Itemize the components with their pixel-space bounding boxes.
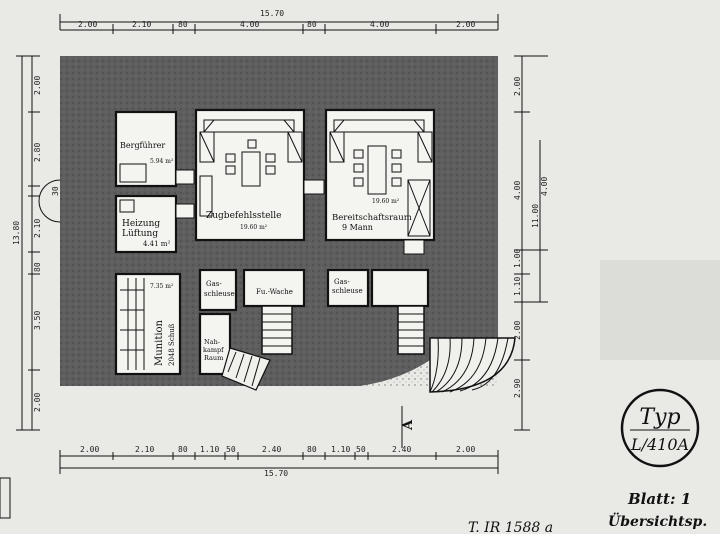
bottom-seg-8: 1.10 xyxy=(331,445,350,454)
ventilation-unit-icon xyxy=(119,199,135,213)
door-bergfuehrer xyxy=(175,169,195,185)
bottom-seg-1: 2.00 xyxy=(80,445,99,454)
fu-wache-name: Fu.-Wache xyxy=(256,288,293,296)
left-seg-6: 3.50 xyxy=(33,311,42,330)
room-munition-area: 7.35 m² xyxy=(150,283,174,290)
top-total-dimension: 15.70 xyxy=(260,9,284,18)
left-total-dimension: 13.80 xyxy=(12,221,21,245)
left-dimension-chain: 13.80 2.00 2.80 30 2.10 80 3.50 2.00 xyxy=(12,55,60,431)
room-bereitschaft-area: 19.60 m² xyxy=(372,198,400,205)
bottom-seg-5: 50 xyxy=(226,445,236,454)
room-munition xyxy=(114,272,182,376)
top-seg-7: 2.00 xyxy=(456,20,475,29)
paper-fold-shadow xyxy=(600,260,720,360)
bottom-dimension-chain: 2.00 2.10 80 1.10 50 2.40 80 1.10 50 2.4… xyxy=(59,445,499,478)
nahkampf-name: Nah- xyxy=(204,338,220,346)
room-bereitschaft-name: Bereitschaftsraum xyxy=(332,213,412,223)
room-munition-sub: 2048 Schuß xyxy=(168,323,176,366)
stair-left-treads xyxy=(262,313,292,347)
right-seg-5: 2.00 xyxy=(513,321,522,340)
room-bereitschaft-sub: 9 Mann xyxy=(342,223,373,232)
lower-entrance-stair xyxy=(221,347,271,391)
top-seg-4: 4.00 xyxy=(240,20,259,29)
top-seg-1: 2.00 xyxy=(78,20,97,29)
bottom-seg-2: 2.10 xyxy=(135,445,154,454)
periscope-bay-left xyxy=(38,179,61,223)
right-total-dimension: 11.00 xyxy=(531,204,540,228)
room-gasschleuse-right xyxy=(326,268,370,308)
stair-right-treads xyxy=(398,313,424,347)
gasschleuse-right-name: Gas- xyxy=(334,278,350,286)
overview-label: Übersichtsp. xyxy=(608,511,707,530)
gasschleuse-right-name-2: schleuse xyxy=(332,287,363,295)
ammunition-racks xyxy=(120,278,145,370)
top-seg-3: 80 xyxy=(178,20,188,29)
bottom-seg-9: 50 xyxy=(356,445,366,454)
bunk-bed-icon xyxy=(119,163,147,183)
left-seg-4: 2.10 xyxy=(33,219,42,238)
bottom-seg-10: 2.40 xyxy=(392,445,411,454)
room-zugbefehl-area: 19.60 m² xyxy=(240,224,268,231)
top-seg-5: 80 xyxy=(307,20,317,29)
right-inner-dimension: 4.00 xyxy=(540,177,549,196)
bottom-seg-4: 1.10 xyxy=(200,445,219,454)
stamp-line-2: L/410A xyxy=(630,435,689,454)
left-seg-5: 80 xyxy=(33,262,42,272)
door-heizung xyxy=(175,203,195,219)
room-heizung-name-1: Heizung xyxy=(122,219,160,229)
curved-entrance-stair xyxy=(429,337,516,393)
top-seg-2: 2.10 xyxy=(132,20,151,29)
right-seg-3: 1.00 xyxy=(513,249,522,268)
room-right-lock xyxy=(370,268,430,308)
top-seg-6: 4.00 xyxy=(370,20,389,29)
room-munition-name: Munition xyxy=(154,319,165,366)
door-center xyxy=(303,179,325,195)
room-bergfuehrer-name: Bergführer xyxy=(120,141,165,150)
nahkampf-name-3: Raum xyxy=(204,354,223,362)
room-gasschleuse-left xyxy=(198,268,238,312)
drawing-number: T. IR 1588 a xyxy=(468,520,553,534)
zugbefehl-furniture xyxy=(199,119,303,217)
left-seg-3: 30 xyxy=(51,186,60,196)
stamp-line-1: Typ xyxy=(639,405,680,430)
border-margin-box xyxy=(0,477,11,519)
right-seg-2: 4.00 xyxy=(513,181,522,200)
right-seg-4: 1.10 xyxy=(513,277,522,296)
bottom-seg-7: 80 xyxy=(307,445,317,454)
bottom-seg-6: 2.40 xyxy=(262,445,281,454)
type-stamp: Typ L/410A xyxy=(620,388,700,468)
right-dimension-chain: 2.00 4.00 1.00 1.10 2.00 2.90 11.00 4.00 xyxy=(513,55,549,431)
bottom-seg-11: 2.00 xyxy=(456,445,475,454)
left-seg-1: 2.00 xyxy=(33,76,42,95)
room-zugbefehl-name: Zugbefehlsstelle xyxy=(206,211,282,221)
left-seg-7: 2.00 xyxy=(33,393,42,412)
bottom-seg-3: 80 xyxy=(178,445,188,454)
right-seg-6: 2.90 xyxy=(513,379,522,398)
sheet-number: Blatt: 1 xyxy=(627,490,691,508)
gasschleuse-left-name-2: schleuse xyxy=(204,290,235,298)
nahkampf-name-2: kampf xyxy=(203,346,224,354)
section-marker: A xyxy=(401,419,416,431)
top-dimension-chain: 15.70 2.00 2.10 80 4.00 80 4.00 2.00 xyxy=(59,9,499,34)
right-seg-1: 2.00 xyxy=(513,77,522,96)
room-bergfuehrer-area: 5.94 m² xyxy=(150,158,174,165)
bereitschaft-furniture xyxy=(329,119,433,237)
gasschleuse-left-name: Gas- xyxy=(206,280,222,288)
left-seg-2: 2.80 xyxy=(33,143,42,162)
door-bereitschaft xyxy=(403,239,425,255)
room-heizung-area: 4.41 m² xyxy=(143,240,170,248)
room-heizung-lueftung xyxy=(114,194,178,254)
room-heizung-name-2: Lüftung xyxy=(122,229,158,239)
bottom-total-dimension: 15.70 xyxy=(264,469,288,478)
